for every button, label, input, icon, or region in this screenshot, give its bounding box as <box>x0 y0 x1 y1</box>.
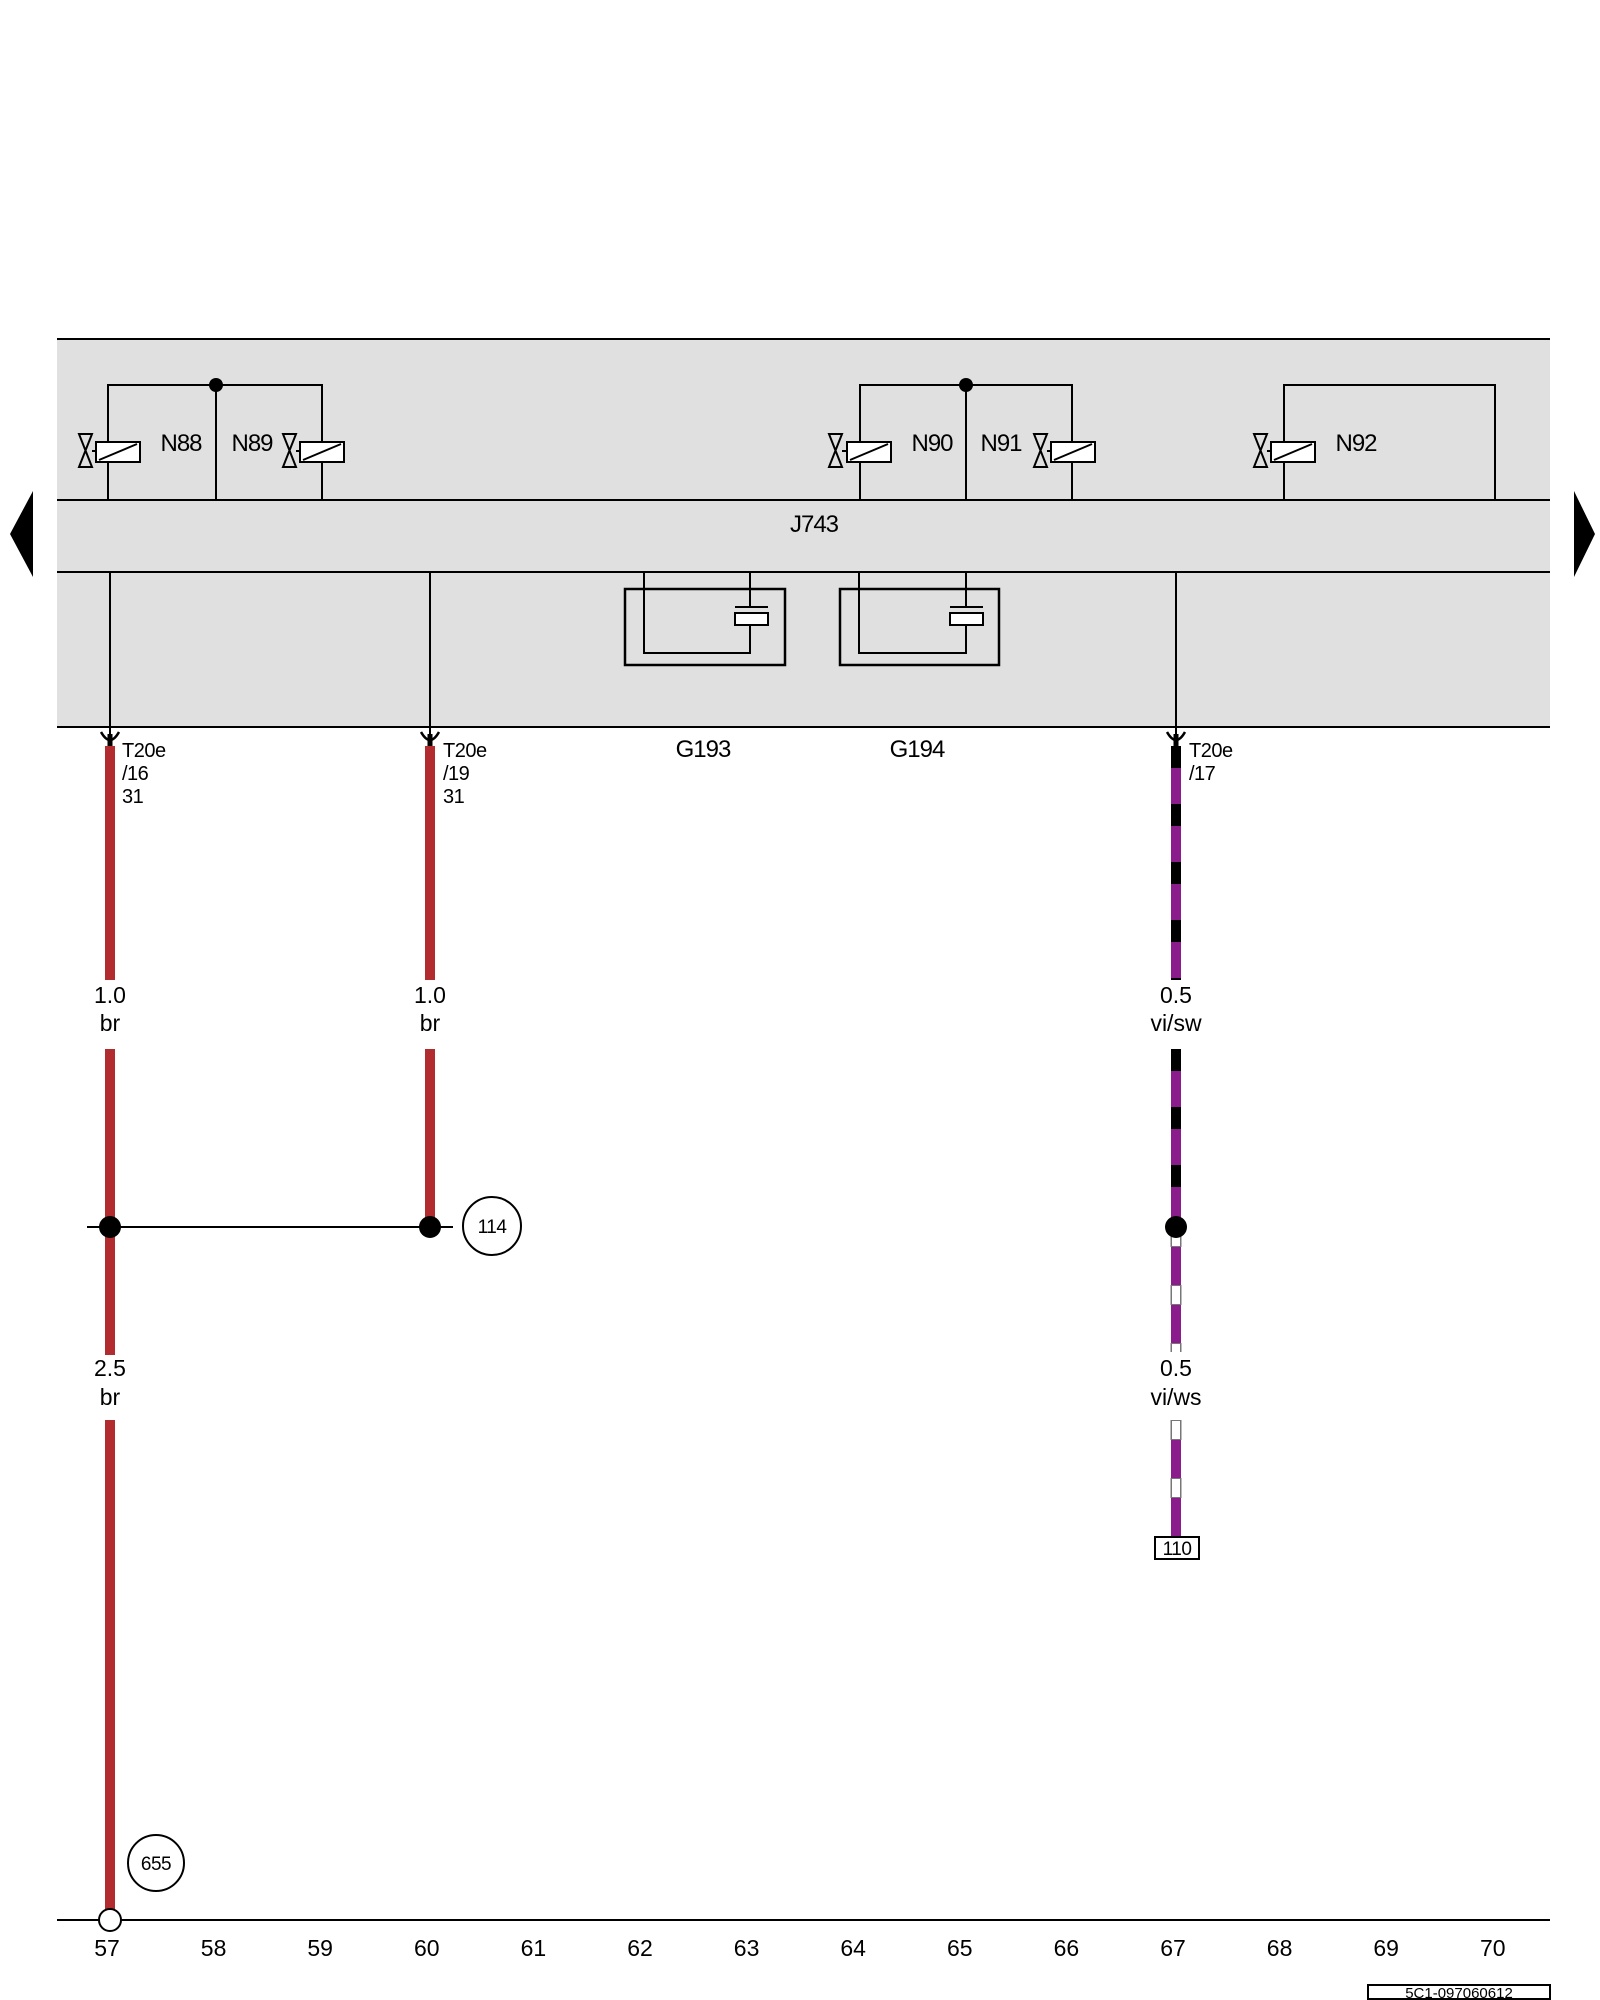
wire-size-label: 0.5 <box>1160 982 1192 1008</box>
track-number: 60 <box>414 1935 440 1961</box>
control-unit-housing <box>57 338 1550 728</box>
valve-n92 <box>1252 433 1316 468</box>
wire-size-label: 1.0 <box>94 982 126 1008</box>
connector-label-terminal: 31 <box>443 786 465 808</box>
control-unit-label: J743 <box>790 511 839 538</box>
wire-color-label: vi/sw <box>1150 1010 1202 1036</box>
track-number: 63 <box>734 1935 760 1961</box>
ground-reference-655: 655 <box>127 1834 185 1892</box>
wire-color-label: vi/ws <box>1150 1384 1201 1410</box>
document-id-box: 5C1-097060612 <box>1367 1984 1551 2000</box>
connector-label-terminal: 31 <box>122 786 144 808</box>
internal-leads <box>109 572 1177 737</box>
connector-label-pin: /17 <box>1189 763 1216 785</box>
connector-t20e-16 <box>99 731 121 748</box>
connector-t20e-19 <box>419 731 441 748</box>
track-number: 59 <box>307 1935 333 1961</box>
sender-label-g193: G193 <box>676 736 731 763</box>
pressure-sender-icon <box>734 612 769 626</box>
reference-number: 655 <box>141 1854 171 1875</box>
wire-size-label: 1.0 <box>414 982 446 1008</box>
sender-g193 <box>623 572 787 667</box>
reference-number: 110 <box>1163 1539 1192 1560</box>
track-number: 57 <box>94 1935 120 1961</box>
sender-g194 <box>838 572 1001 667</box>
track-number: 62 <box>627 1935 653 1961</box>
track-number: 70 <box>1480 1935 1506 1961</box>
valve-group-right-wiring <box>1283 384 1496 500</box>
document-id: 5C1-097060612 <box>1405 1985 1513 2000</box>
valve-label-n89: N89 <box>231 430 273 457</box>
connector-label-name: T20e <box>443 740 487 762</box>
valve-n89 <box>281 433 345 468</box>
track-number: 64 <box>840 1935 866 1961</box>
wire-color-label: br <box>420 1010 441 1036</box>
wire-size-label: 2.5 <box>94 1355 126 1381</box>
wire-color-label: br <box>100 1010 121 1036</box>
track-number: 69 <box>1373 1935 1399 1961</box>
connector-label-name: T20e <box>1189 740 1233 762</box>
valve-n90 <box>827 433 892 468</box>
wire-color-label: br <box>100 1384 121 1410</box>
valve-label-n92: N92 <box>1335 430 1377 457</box>
connector-label-pin: /16 <box>122 763 149 785</box>
track-number: 67 <box>1160 1935 1186 1961</box>
track-numbers: 57 58 59 60 61 62 63 64 65 66 67 68 69 70 <box>94 1935 1505 1961</box>
ground-reference-114: 114 <box>462 1196 522 1256</box>
valve-label-n91: N91 <box>980 430 1022 457</box>
continuation-right-arrow-icon <box>1574 491 1595 577</box>
junction-dot <box>99 1216 121 1238</box>
wire-size-label: 0.5 <box>1160 1355 1192 1381</box>
continuation-reference-110: 110 <box>1154 1536 1200 1560</box>
connector-label-pin: /19 <box>443 763 470 785</box>
valve-n91 <box>1032 433 1096 468</box>
ground-terminal-icon <box>98 1908 122 1932</box>
pressure-sender-icon <box>949 612 984 626</box>
continuation-left-arrow-icon <box>10 491 33 577</box>
valve-label-n90: N90 <box>911 430 953 457</box>
junction-dot <box>1165 1216 1187 1238</box>
track-number: 58 <box>201 1935 227 1961</box>
reference-number: 114 <box>478 1217 508 1238</box>
track-number: 66 <box>1054 1935 1080 1961</box>
valve-group-middle-wiring <box>859 378 1073 500</box>
track-number: 68 <box>1267 1935 1293 1961</box>
valve-group-left-wiring <box>107 378 323 500</box>
junction-dot <box>419 1216 441 1238</box>
sender-label-g194: G194 <box>890 736 945 763</box>
valve-label-n88: N88 <box>160 430 202 457</box>
connector-label-name: T20e <box>122 740 166 762</box>
valve-n88 <box>77 433 141 468</box>
track-number: 65 <box>947 1935 973 1961</box>
connector-t20e-17 <box>1165 731 1187 748</box>
track-number: 61 <box>521 1935 547 1961</box>
